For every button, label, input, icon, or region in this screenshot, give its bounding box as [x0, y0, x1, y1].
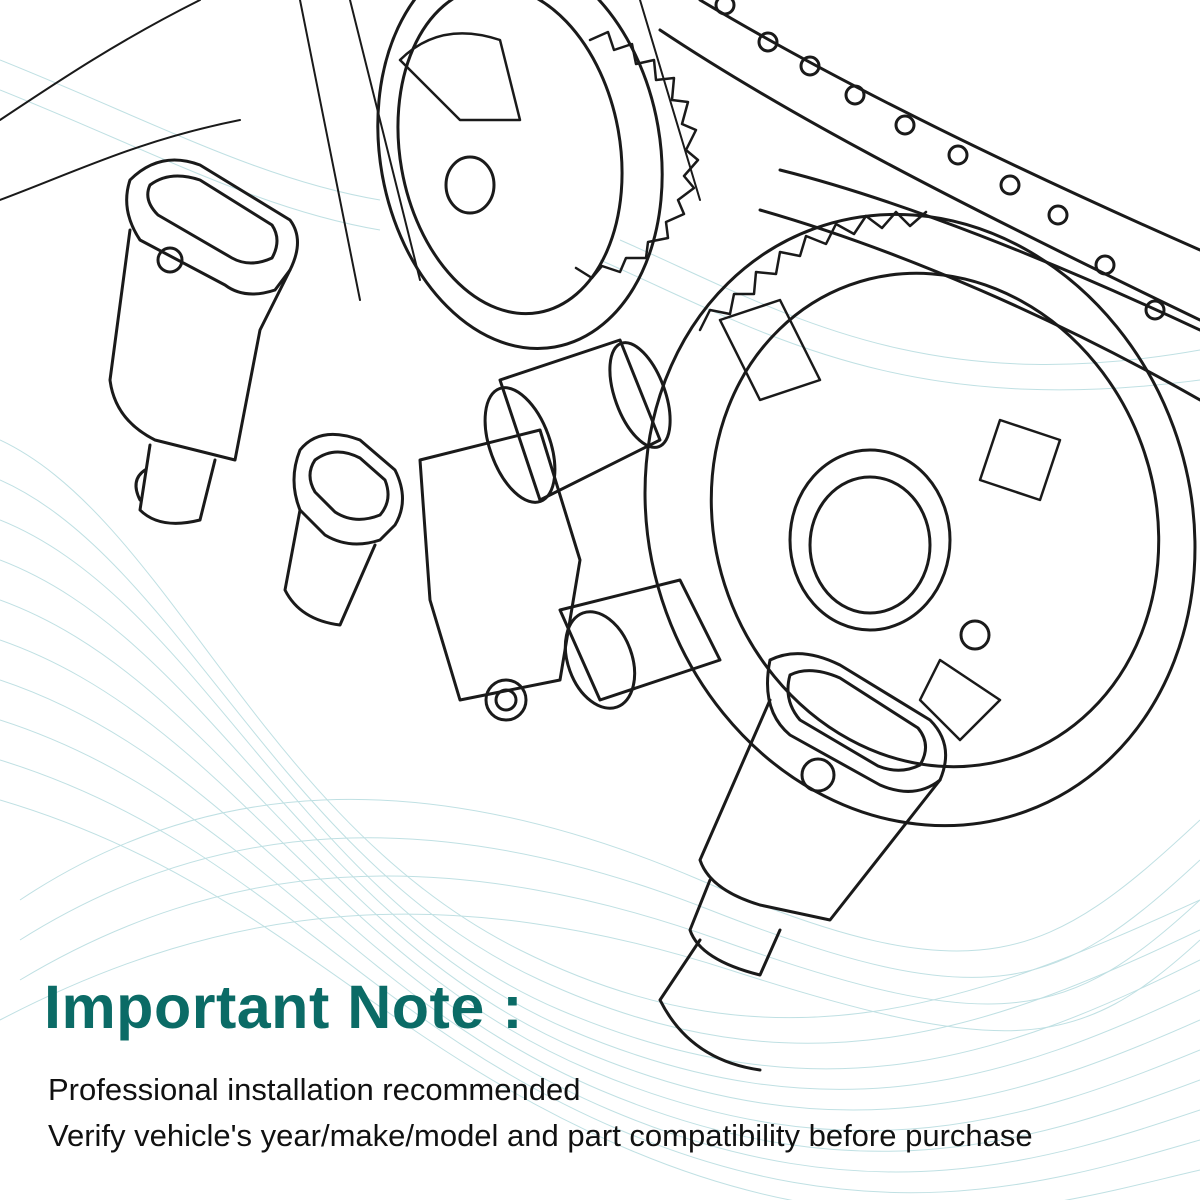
solenoid-connector-lower	[658, 652, 948, 1072]
wave-line-background	[0, 59, 1200, 1200]
important-note-heading: Important Note :	[44, 973, 524, 1041]
solenoid-connector-middle	[283, 432, 404, 627]
cam-phaser-gear	[643, 210, 1197, 828]
engine-line-art	[0, 0, 1200, 1072]
upper-cam-gear	[376, 0, 700, 350]
solenoid-connector-upper	[108, 158, 299, 525]
vvt-solenoid-body	[418, 338, 722, 722]
note-line-compatibility: Verify vehicle's year/make/model and par…	[48, 1118, 1033, 1153]
timing-chain	[658, 0, 1200, 402]
note-line-installation: Professional installation recommended	[48, 1072, 581, 1107]
